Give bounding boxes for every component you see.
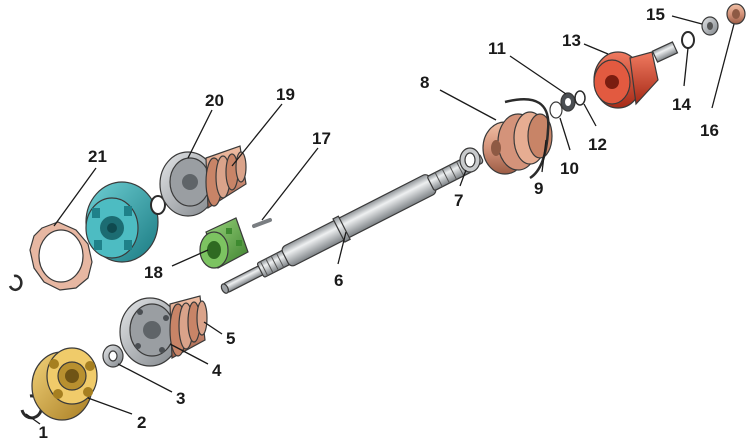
boot-5	[169, 295, 208, 359]
small-washer	[150, 195, 166, 215]
label-2: 2	[137, 413, 146, 432]
label-4: 4	[212, 361, 222, 380]
inner-race-18	[199, 217, 249, 269]
housing-20	[159, 151, 217, 217]
label-18: 18	[144, 263, 163, 282]
nut-15	[701, 16, 719, 36]
label-16: 16	[700, 121, 719, 140]
label-14: 14	[672, 95, 691, 114]
label-20: 20	[205, 91, 224, 110]
label-3: 3	[176, 389, 185, 408]
washers-10-12	[549, 90, 586, 119]
label-15: 15	[646, 5, 665, 24]
gasket-21	[29, 221, 93, 291]
bearing-cage-teal	[85, 181, 159, 263]
label-13: 13	[562, 31, 581, 50]
outer-race-2	[31, 347, 98, 421]
ring-7	[459, 147, 481, 173]
label-17: 17	[312, 129, 331, 148]
boot-8	[482, 111, 553, 175]
spring-clip-9	[504, 97, 550, 180]
label-5: 5	[226, 329, 235, 348]
label-12: 12	[588, 135, 607, 154]
ring-14	[681, 31, 695, 49]
cv-joint-13	[593, 41, 679, 109]
label-11: 11	[488, 39, 506, 58]
label-8: 8	[420, 73, 429, 92]
label-10: 10	[560, 159, 579, 178]
label-19: 19	[276, 85, 295, 104]
circlip-left	[8, 274, 23, 292]
label-7: 7	[454, 191, 463, 210]
cap-16	[726, 3, 746, 25]
leader-lines	[25, 15, 735, 425]
pin-17	[252, 218, 272, 228]
part-number-labels: 1 2 3 4 5 6 7 8 9 10 11 12 13 14 15 16 1…	[39, 5, 719, 442]
label-6: 6	[334, 271, 343, 290]
label-21: 21	[88, 147, 107, 166]
washer-3	[102, 344, 124, 368]
label-1: 1	[39, 423, 48, 442]
label-9: 9	[534, 179, 543, 198]
